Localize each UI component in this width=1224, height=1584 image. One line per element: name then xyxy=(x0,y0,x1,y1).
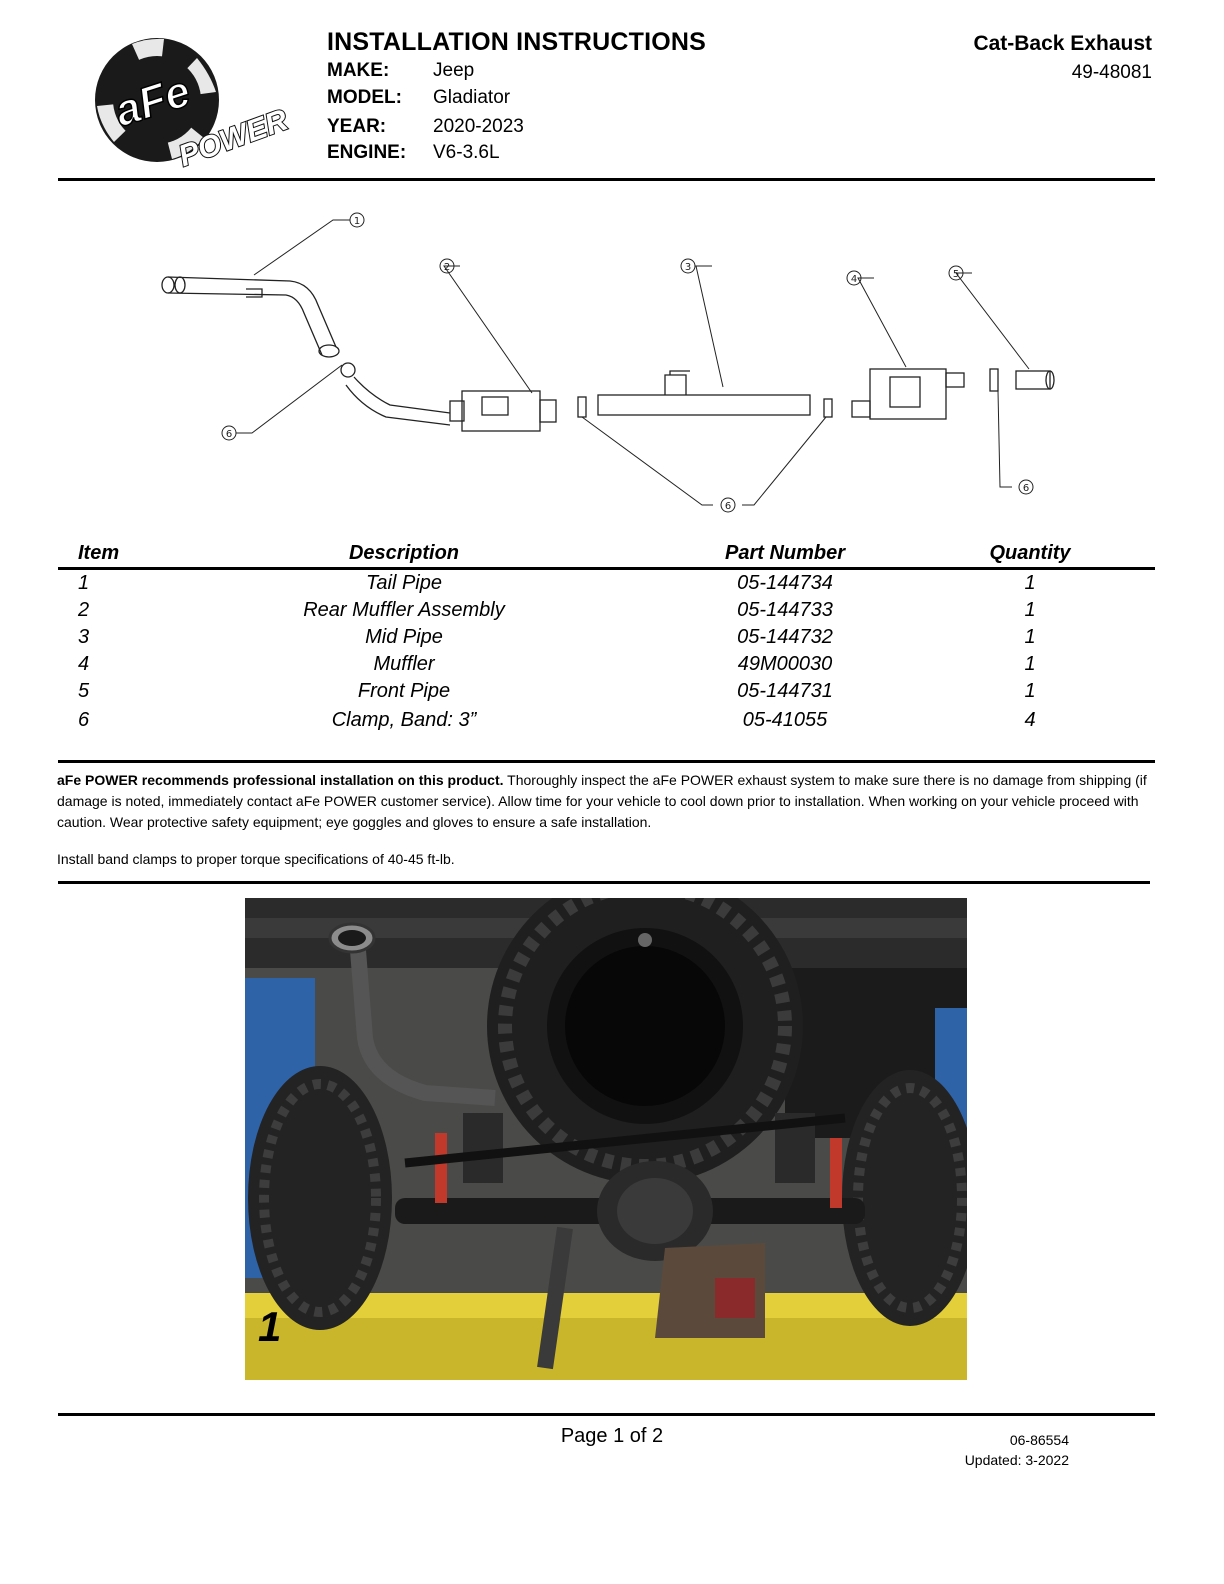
spec-make: MAKE: Jeep xyxy=(327,60,474,82)
row-item: 5 xyxy=(78,680,90,702)
row-quantity: 1 xyxy=(1024,626,1036,648)
row-part-number: 05-144733 xyxy=(737,599,833,621)
row-part-number: 49M00030 xyxy=(737,653,833,675)
callout-4: 4 xyxy=(851,274,857,285)
spec-year-key: YEAR: xyxy=(327,116,387,137)
callout-6b: 6 xyxy=(725,501,731,512)
spec-model-value: Gladiator xyxy=(433,87,511,108)
callout-6a: 6 xyxy=(226,429,232,440)
spec-engine: ENGINE: V6-3.6L xyxy=(327,142,500,164)
header-description: Description xyxy=(348,542,460,564)
tail-pipe-drawing xyxy=(161,276,340,358)
header-part-number: Part Number xyxy=(724,542,846,564)
row-item: 3 xyxy=(78,626,90,648)
table-row: 5 Front Pipe 05-144731 1 xyxy=(58,678,1155,707)
parts-table-header: Item Description Part Number Quantity xyxy=(58,540,1155,570)
muffler-drawing xyxy=(851,368,965,420)
exploded-parts-diagram: 1 2 3 4 5 6 6 6 xyxy=(161,212,1055,513)
row-quantity: 1 xyxy=(1024,680,1036,702)
table-row: 6 Clamp, Band: 3” 05-41055 4 xyxy=(58,707,1155,734)
installation-notes: aFe POWER recommends professional instal… xyxy=(57,770,1152,870)
photo-number-label: 1 xyxy=(258,1303,282,1350)
row-item: 6 xyxy=(78,709,90,731)
row-quantity: 1 xyxy=(1024,599,1036,621)
front-pipe-drawing xyxy=(989,368,1055,392)
table-row: 3 Mid Pipe 05-144732 1 xyxy=(58,624,1155,651)
row-description: Muffler xyxy=(373,653,435,675)
spec-model: MODEL: Gladiator xyxy=(327,87,510,109)
product-name: Cat-Back Exhaust xyxy=(973,32,1152,55)
callout-5: 5 xyxy=(953,269,959,280)
afe-power-logo: aFe POWER xyxy=(95,38,293,170)
row-part-number: 05-144734 xyxy=(737,572,833,594)
rear-muffler-drawing xyxy=(340,362,557,432)
spec-year-value: 2020-2023 xyxy=(433,116,524,137)
row-part-number: 05-41055 xyxy=(742,709,828,731)
callout-1: 1 xyxy=(354,216,360,227)
row-part-number: 05-144732 xyxy=(737,626,833,648)
footer-divider xyxy=(58,1413,1155,1416)
row-description: Mid Pipe xyxy=(365,626,443,648)
vehicle-underside-photo xyxy=(245,898,967,1380)
callout-2: 2 xyxy=(444,262,450,273)
page-number: Page 1 of 2 xyxy=(560,1425,664,1447)
mid-pipe-drawing xyxy=(577,370,833,418)
callout-3: 3 xyxy=(685,262,691,273)
row-description: Rear Muffler Assembly xyxy=(303,599,505,621)
safety-paragraph: aFe POWER recommends professional instal… xyxy=(57,770,1152,833)
row-quantity: 4 xyxy=(1024,709,1036,731)
row-description: Front Pipe xyxy=(357,680,451,702)
notes-divider xyxy=(58,881,1150,884)
spec-engine-value: V6-3.6L xyxy=(433,142,500,163)
row-item: 4 xyxy=(78,653,90,675)
row-item: 1 xyxy=(78,572,90,594)
spec-make-value: Jeep xyxy=(433,60,475,81)
document-title: INSTALLATION INSTRUCTIONS xyxy=(327,28,707,56)
table-row: 1 Tail Pipe 05-144734 1 xyxy=(58,570,1155,597)
row-item: 2 xyxy=(78,599,90,621)
parts-table: Item Description Part Number Quantity 1 … xyxy=(58,540,1155,734)
row-description: Tail Pipe xyxy=(366,572,442,594)
document-number: 06-86554 xyxy=(1009,1432,1069,1448)
product-number: 49-48081 xyxy=(1071,62,1152,83)
safety-text: Thoroughly inspect the aFe POWER exhaust… xyxy=(57,772,1147,830)
table-row: 2 Rear Muffler Assembly 05-144733 1 xyxy=(58,597,1155,624)
torque-note: Install band clamps to proper torque spe… xyxy=(57,851,455,867)
row-quantity: 1 xyxy=(1024,653,1036,675)
row-description: Clamp, Band: 3” xyxy=(331,709,477,731)
row-quantity: 1 xyxy=(1024,572,1036,594)
spec-year: YEAR: 2020-2023 xyxy=(327,116,524,138)
header-item: Item xyxy=(78,542,120,564)
callout-6c: 6 xyxy=(1023,483,1029,494)
spec-engine-key: ENGINE: xyxy=(327,142,407,163)
header-divider xyxy=(58,178,1155,181)
recommendation-text: aFe POWER recommends professional instal… xyxy=(57,772,504,788)
updated-date: Updated: 3-2022 xyxy=(964,1452,1069,1468)
spec-model-key: MODEL: xyxy=(327,87,402,108)
row-part-number: 05-144731 xyxy=(737,680,833,702)
header-quantity: Quantity xyxy=(989,542,1071,564)
spec-make-key: MAKE: xyxy=(327,60,390,81)
table-row: 4 Muffler 49M00030 1 xyxy=(58,651,1155,678)
table-divider xyxy=(58,760,1155,763)
